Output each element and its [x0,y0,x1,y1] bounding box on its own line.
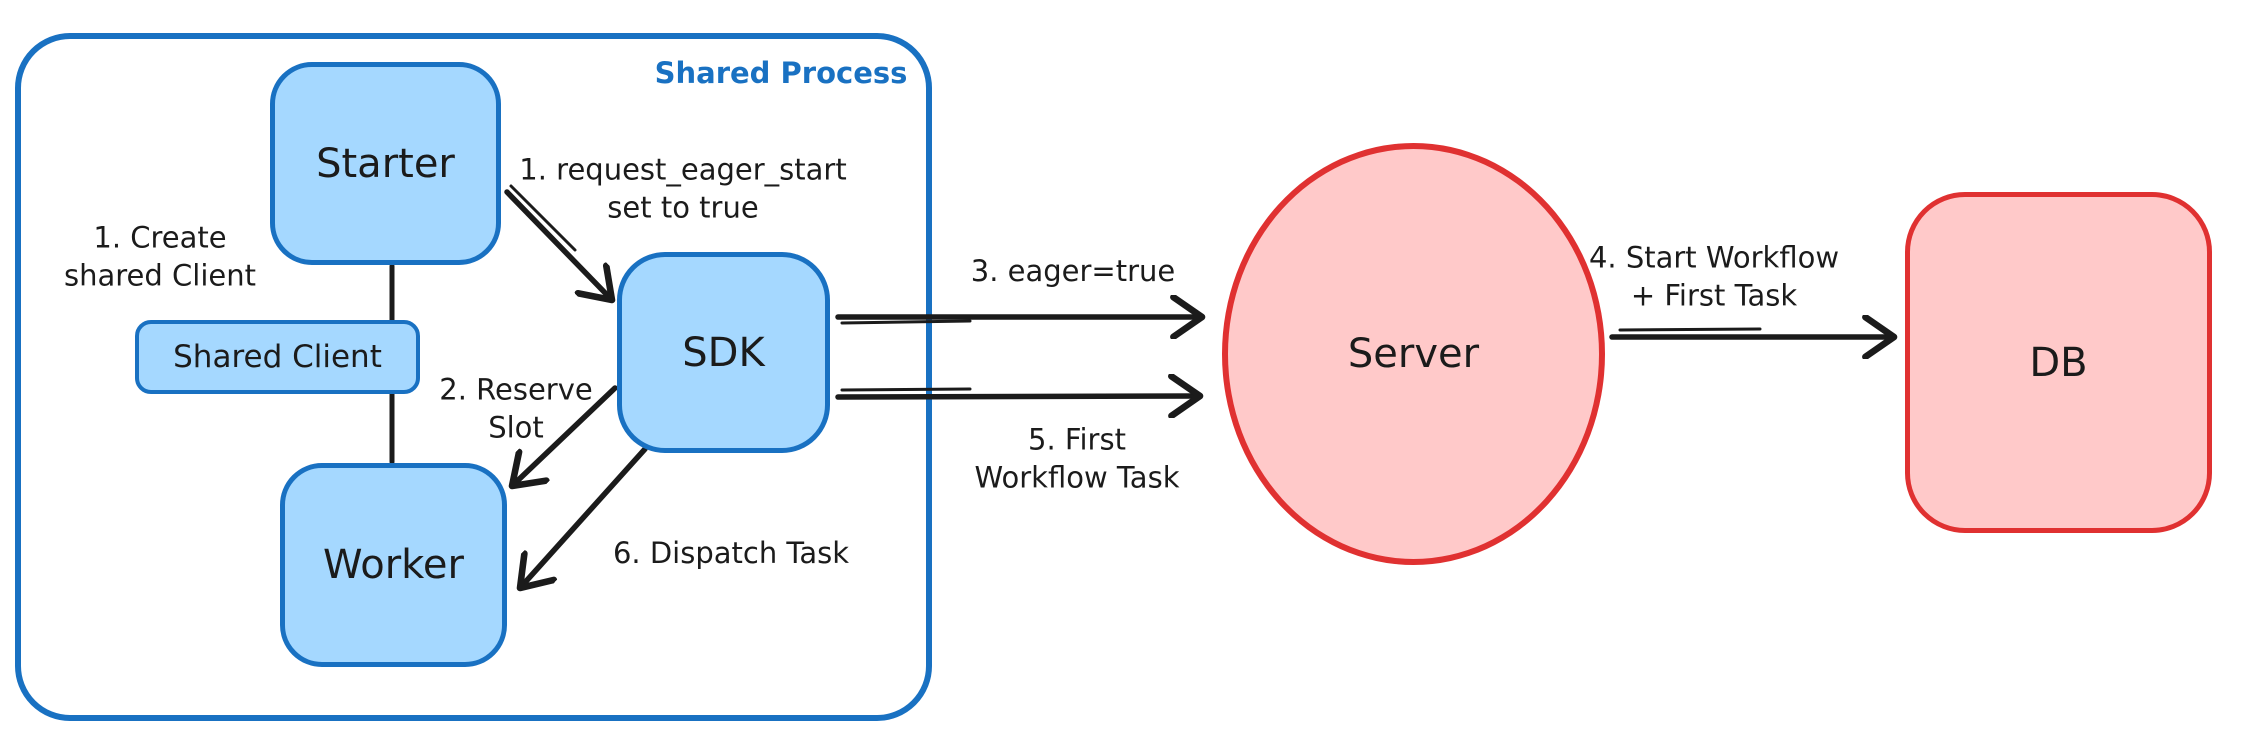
annotation-first-workflow-task: 5. First Workflow Task [974,422,1180,494]
annotation-request-eager-start: 1. request_eager_start set to true [519,152,847,224]
annotation-dispatch-task: 6. Dispatch Task [612,536,850,571]
server-node: Server [1222,143,1605,565]
arrow-first-workflow-task-sketch [840,387,972,392]
arrow-request-eager-start-sketch [509,184,577,252]
arrow-dispatch-task [520,446,648,588]
server-node-label: Server [1347,331,1480,377]
starter-node-label: Starter [316,140,455,187]
annotation-reserve-slot: 2. Reserve Slot [439,372,593,444]
db-node: DB [1905,192,2212,533]
arrow-start-workflow-sketch [1618,327,1762,332]
arrow-first-workflow-task [835,396,1200,397]
worker-node-label: Worker [323,542,464,588]
shared-client-node: Shared Client [135,320,420,394]
annotation-create-shared-client: 1. Create shared Client [64,220,256,292]
shared-client-node-label: Shared Client [173,339,382,375]
starter-node: Starter [270,62,501,265]
arrow-reserve-slot [512,385,618,486]
sdk-node: SDK [617,252,830,453]
worker-node: Worker [280,463,507,667]
arrow-eager-true-sketch [840,319,972,325]
annotation-eager-true: 3. eager=true [970,254,1176,289]
db-node-label: DB [2029,339,2088,386]
sdk-node-label: SDK [682,329,765,376]
annotation-start-workflow: 4. Start Workflow + First Task [1588,240,1840,312]
shared-process-container [15,33,932,721]
shared-process-label: Shared Process [654,56,908,90]
arrow-request-eager-start [504,189,612,300]
